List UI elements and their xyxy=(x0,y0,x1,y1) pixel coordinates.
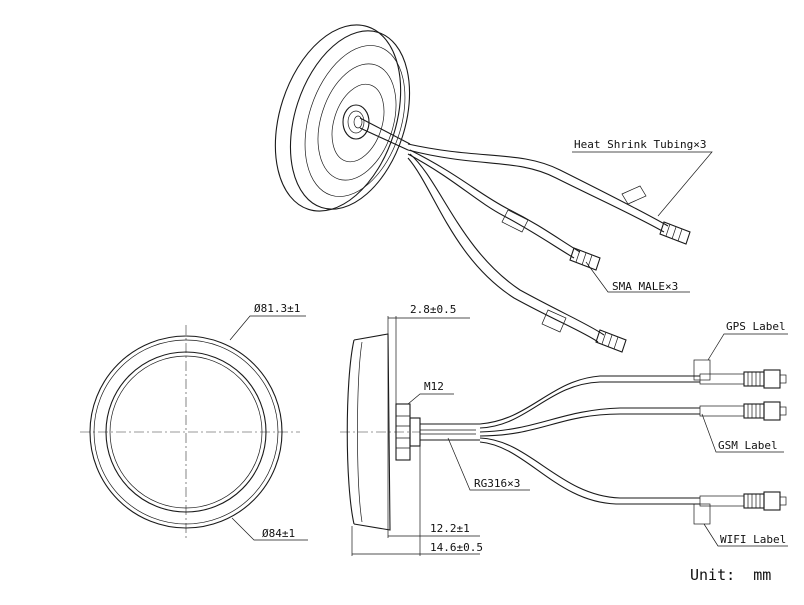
unit-label: Unit: mm xyxy=(690,566,771,584)
wifi-label: WIFI Label xyxy=(720,533,786,546)
gsm-label: GSM Label xyxy=(718,439,778,452)
gps-label: GPS Label xyxy=(726,320,786,333)
dim-top-lines xyxy=(387,316,470,404)
connector-gps xyxy=(743,369,787,389)
dim-bottom-lines xyxy=(351,526,480,556)
isometric-view xyxy=(274,24,691,353)
m12-label: M12 xyxy=(424,380,444,393)
dia-outer-label: Ø84±1 xyxy=(262,527,295,540)
dim-bottom-label: 14.6±0.5 xyxy=(430,541,483,554)
gps-leader xyxy=(707,333,788,361)
wifi-leader xyxy=(703,523,788,547)
dim-mid-lines xyxy=(387,446,480,538)
dim-mid-label: 12.2±1 xyxy=(430,522,470,535)
dia-inner-leader xyxy=(229,315,306,341)
rg316-label: RG316×3 xyxy=(474,477,520,490)
dia-inner-label: Ø81.3±1 xyxy=(254,302,300,315)
rg316-leader xyxy=(447,437,530,491)
gsm-leader xyxy=(701,413,784,453)
heat-shrink-label: Heat Shrink Tubing×3 xyxy=(574,138,706,151)
connector-wifi xyxy=(743,491,787,511)
front-view xyxy=(80,325,300,540)
connector-gsm xyxy=(743,401,787,421)
side-view xyxy=(340,333,787,531)
dim-top-label: 2.8±0.5 xyxy=(410,303,456,316)
sma-leader xyxy=(585,261,690,293)
m12-leader xyxy=(407,393,454,405)
dia-outer-leader xyxy=(231,517,308,541)
heat-shrink-leader xyxy=(572,151,713,217)
sma-male-label: SMA MALE×3 xyxy=(612,280,678,293)
